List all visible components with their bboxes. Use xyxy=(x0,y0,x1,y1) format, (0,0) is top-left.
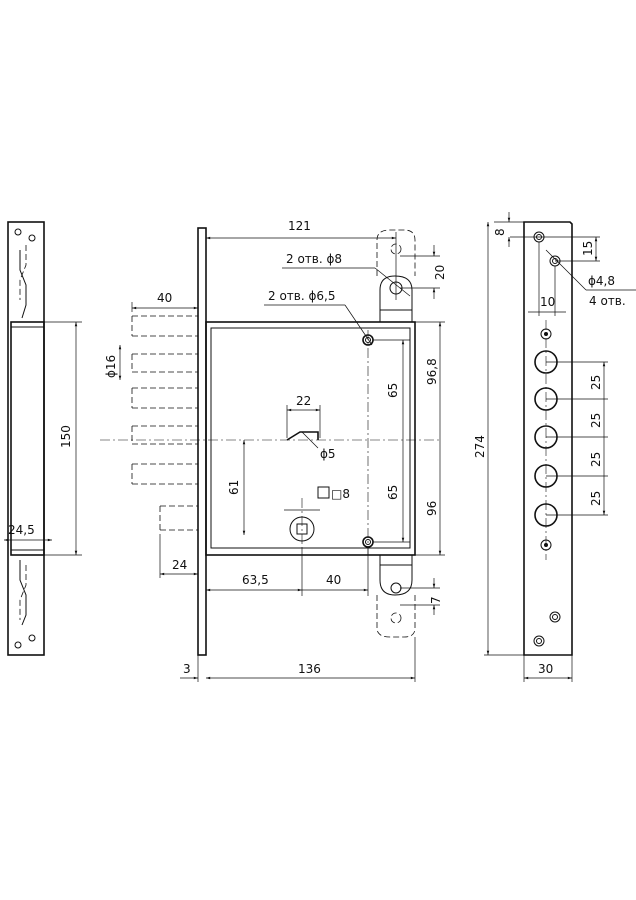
dim-136: 136 xyxy=(298,662,321,676)
dim-150: 150 xyxy=(59,425,73,448)
dim-22: 22 xyxy=(296,394,311,408)
dim-8: 8 xyxy=(493,228,507,236)
dim-24-5: 24,5 xyxy=(8,523,35,537)
dim-25-3: 25 xyxy=(589,452,603,467)
dim-hole-5: ϕ5 xyxy=(320,447,336,461)
dim-61: 61 xyxy=(227,480,241,495)
dim-20: 20 xyxy=(433,265,447,280)
dim-25-2: 25 xyxy=(589,413,603,428)
dim-65-bottom: 65 xyxy=(386,485,400,500)
dim-96: 96 xyxy=(425,501,439,516)
dim-40-bolt: 40 xyxy=(157,291,172,305)
hole-label-8: 2 отв. ϕ8 xyxy=(286,252,342,266)
dim-40-bottom: 40 xyxy=(326,573,341,587)
strike-plate: 150 24,5 xyxy=(3,221,82,656)
dim-10: 10 xyxy=(540,295,555,309)
dim-15: 15 xyxy=(581,241,595,256)
dim-16: ϕ16 xyxy=(104,355,118,378)
dim-square-8: □8 xyxy=(331,487,350,501)
dim-63-5: 63,5 xyxy=(242,573,269,587)
dim-24: 24 xyxy=(172,558,187,572)
dim-65-top: 65 xyxy=(386,383,400,398)
hole-count-label: 4 отв. xyxy=(589,294,626,308)
dim-25-1: 25 xyxy=(589,375,603,390)
dim-30: 30 xyxy=(538,662,553,676)
dim-121: 121 xyxy=(288,219,311,233)
lock-body: 40 ϕ16 24 22 ϕ5 61 □8 121 2 отв. ϕ8 2 о xyxy=(100,219,447,682)
hole-label-6-5: 2 отв. ϕ6,5 xyxy=(268,289,335,303)
dim-96-8: 96,8 xyxy=(425,358,439,385)
face-plate: 8 15 ϕ4,8 4 отв. 10 274 25 25 25 25 xyxy=(473,212,636,682)
dim-274: 274 xyxy=(473,435,487,458)
dim-25-4: 25 xyxy=(589,491,603,506)
dim-7: 7 xyxy=(429,596,443,604)
hole-label-4-8: ϕ4,8 xyxy=(588,274,615,288)
dim-3: 3 xyxy=(183,662,191,676)
